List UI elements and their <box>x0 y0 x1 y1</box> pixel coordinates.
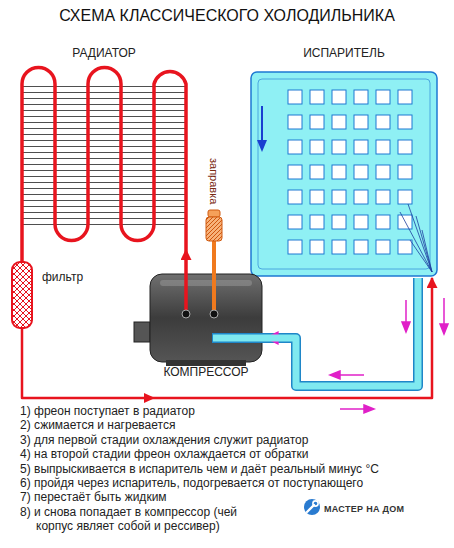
flow-arrow <box>257 140 267 152</box>
pipe-connector <box>214 250 215 270</box>
evaporator-hole <box>288 190 302 204</box>
radiator-tube <box>22 68 186 251</box>
evaporator-hole <box>332 165 346 179</box>
evaporator-hole <box>288 140 302 154</box>
evaporator-hole <box>288 90 302 104</box>
evaporator-hole <box>332 190 346 204</box>
filter-shell <box>12 262 32 328</box>
pipe-connector <box>22 250 23 262</box>
compressor-body: КОМПРЕССОР <box>146 270 266 382</box>
pipe-connector <box>266 278 418 386</box>
radiator-coil: РАДИАТОР <box>14 44 194 250</box>
pipe-line <box>184 250 188 270</box>
part-label: КОМПРЕССОР <box>146 365 266 379</box>
part-label: ИСПАРИТЕЛЬ <box>250 44 438 60</box>
valve-body <box>206 217 222 241</box>
evaporator-hole <box>354 90 368 104</box>
evaporator-hole <box>354 215 368 229</box>
flow-arrow <box>261 106 263 142</box>
evaporator-hole <box>376 90 390 104</box>
note-text: 7) перестаёт быть жидким <box>20 490 167 504</box>
evaporator-hole <box>376 215 390 229</box>
evaporator-hole <box>354 240 368 254</box>
evaporator-hole <box>376 140 390 154</box>
evaporator-hole <box>288 165 302 179</box>
evaporator-hole <box>398 90 412 104</box>
filter-capsule: фильтр <box>8 262 83 328</box>
charging-valve: заправка <box>196 150 232 250</box>
note-text: 6) пройдя через испаритель, подогреваетс… <box>20 476 363 490</box>
evaporator-hole <box>354 190 368 204</box>
part-label: заправка <box>208 158 220 204</box>
radiator-coil-drawing <box>14 44 194 250</box>
evaporator-hole <box>310 115 324 129</box>
pipe-line <box>212 250 216 270</box>
compressor-relay <box>134 322 150 342</box>
evaporator-hole <box>398 240 412 254</box>
pipe-line <box>20 250 24 262</box>
note-text: 5) выпрыскивается в испаритель чем и даё… <box>20 462 379 476</box>
flow-arrow <box>330 298 448 413</box>
cooling-fins <box>22 86 186 226</box>
suction-pipe <box>213 335 266 342</box>
evaporator-hole <box>398 115 412 129</box>
evaporator-channel <box>258 79 430 269</box>
evaporator-hole <box>310 215 324 229</box>
evaporator-hole <box>376 115 390 129</box>
pipe-port <box>182 310 190 318</box>
logo-icon <box>304 499 320 515</box>
note-text: 3) для первой стадии охлаждения служит р… <box>20 433 308 447</box>
part-label: РАДИАТОР <box>14 44 194 60</box>
evaporator-hole <box>310 140 324 154</box>
evaporator-hole <box>398 140 412 154</box>
capillary-line <box>410 240 432 272</box>
evaporator-plate: ИСПАРИТЕЛЬ <box>250 44 438 278</box>
evaporator-hole <box>354 115 368 129</box>
note-text: 4) на второй стадии фреон охлаждается от… <box>20 447 309 461</box>
capillary-line <box>422 230 432 272</box>
watermark: МАСТЕР НА ДОМ <box>324 502 404 516</box>
capillary-fan <box>400 204 432 272</box>
capillary-line <box>416 216 432 272</box>
charging-pipe <box>212 270 216 314</box>
discharge-pipe <box>184 270 188 314</box>
evaporator-hole <box>332 215 346 229</box>
pipe-line <box>266 278 418 386</box>
evaporator-holes <box>288 90 412 254</box>
pipe-port <box>210 310 218 318</box>
evaporator-hole <box>310 90 324 104</box>
valve-cap <box>208 210 220 217</box>
evaporator-hole <box>310 190 324 204</box>
evaporator-panel <box>251 72 437 276</box>
evaporator-hole <box>398 165 412 179</box>
housing-highlight <box>160 280 252 286</box>
capillary-line <box>408 204 432 272</box>
evaporator-hole <box>354 140 368 154</box>
evaporator-hole <box>398 190 412 204</box>
evaporator-hole <box>288 115 302 129</box>
diagram-title: СХЕМА КЛАССИЧЕСКОГО ХОЛОДИЛЬНИКА <box>0 7 454 25</box>
evaporator-hole <box>332 115 346 129</box>
capillary-line <box>400 212 432 272</box>
evaporator-plate-drawing <box>250 44 438 278</box>
pipe-connector <box>186 250 187 270</box>
pipe-line <box>266 278 418 386</box>
evaporator-hole <box>332 140 346 154</box>
note-text: 8) и снова попадает в компрессор (чей ко… <box>20 505 258 533</box>
note-text: 2) сжимается и нагревается <box>20 418 175 432</box>
evaporator-hole <box>376 165 390 179</box>
evaporator-hole <box>310 240 324 254</box>
note-text: 1) фреон поступает в радиатор <box>20 404 195 418</box>
evaporator-hole <box>354 165 368 179</box>
suction-pipe <box>212 333 266 343</box>
evaporator-hole <box>376 240 390 254</box>
compressor-housing <box>150 274 262 362</box>
evaporator-hole <box>288 215 302 229</box>
evaporator-hole <box>332 90 346 104</box>
evaporator-hole <box>310 165 324 179</box>
evaporator-hole <box>288 240 302 254</box>
evaporator-hole <box>376 190 390 204</box>
part-label: фильтр <box>8 262 83 284</box>
evaporator-hole <box>332 240 346 254</box>
